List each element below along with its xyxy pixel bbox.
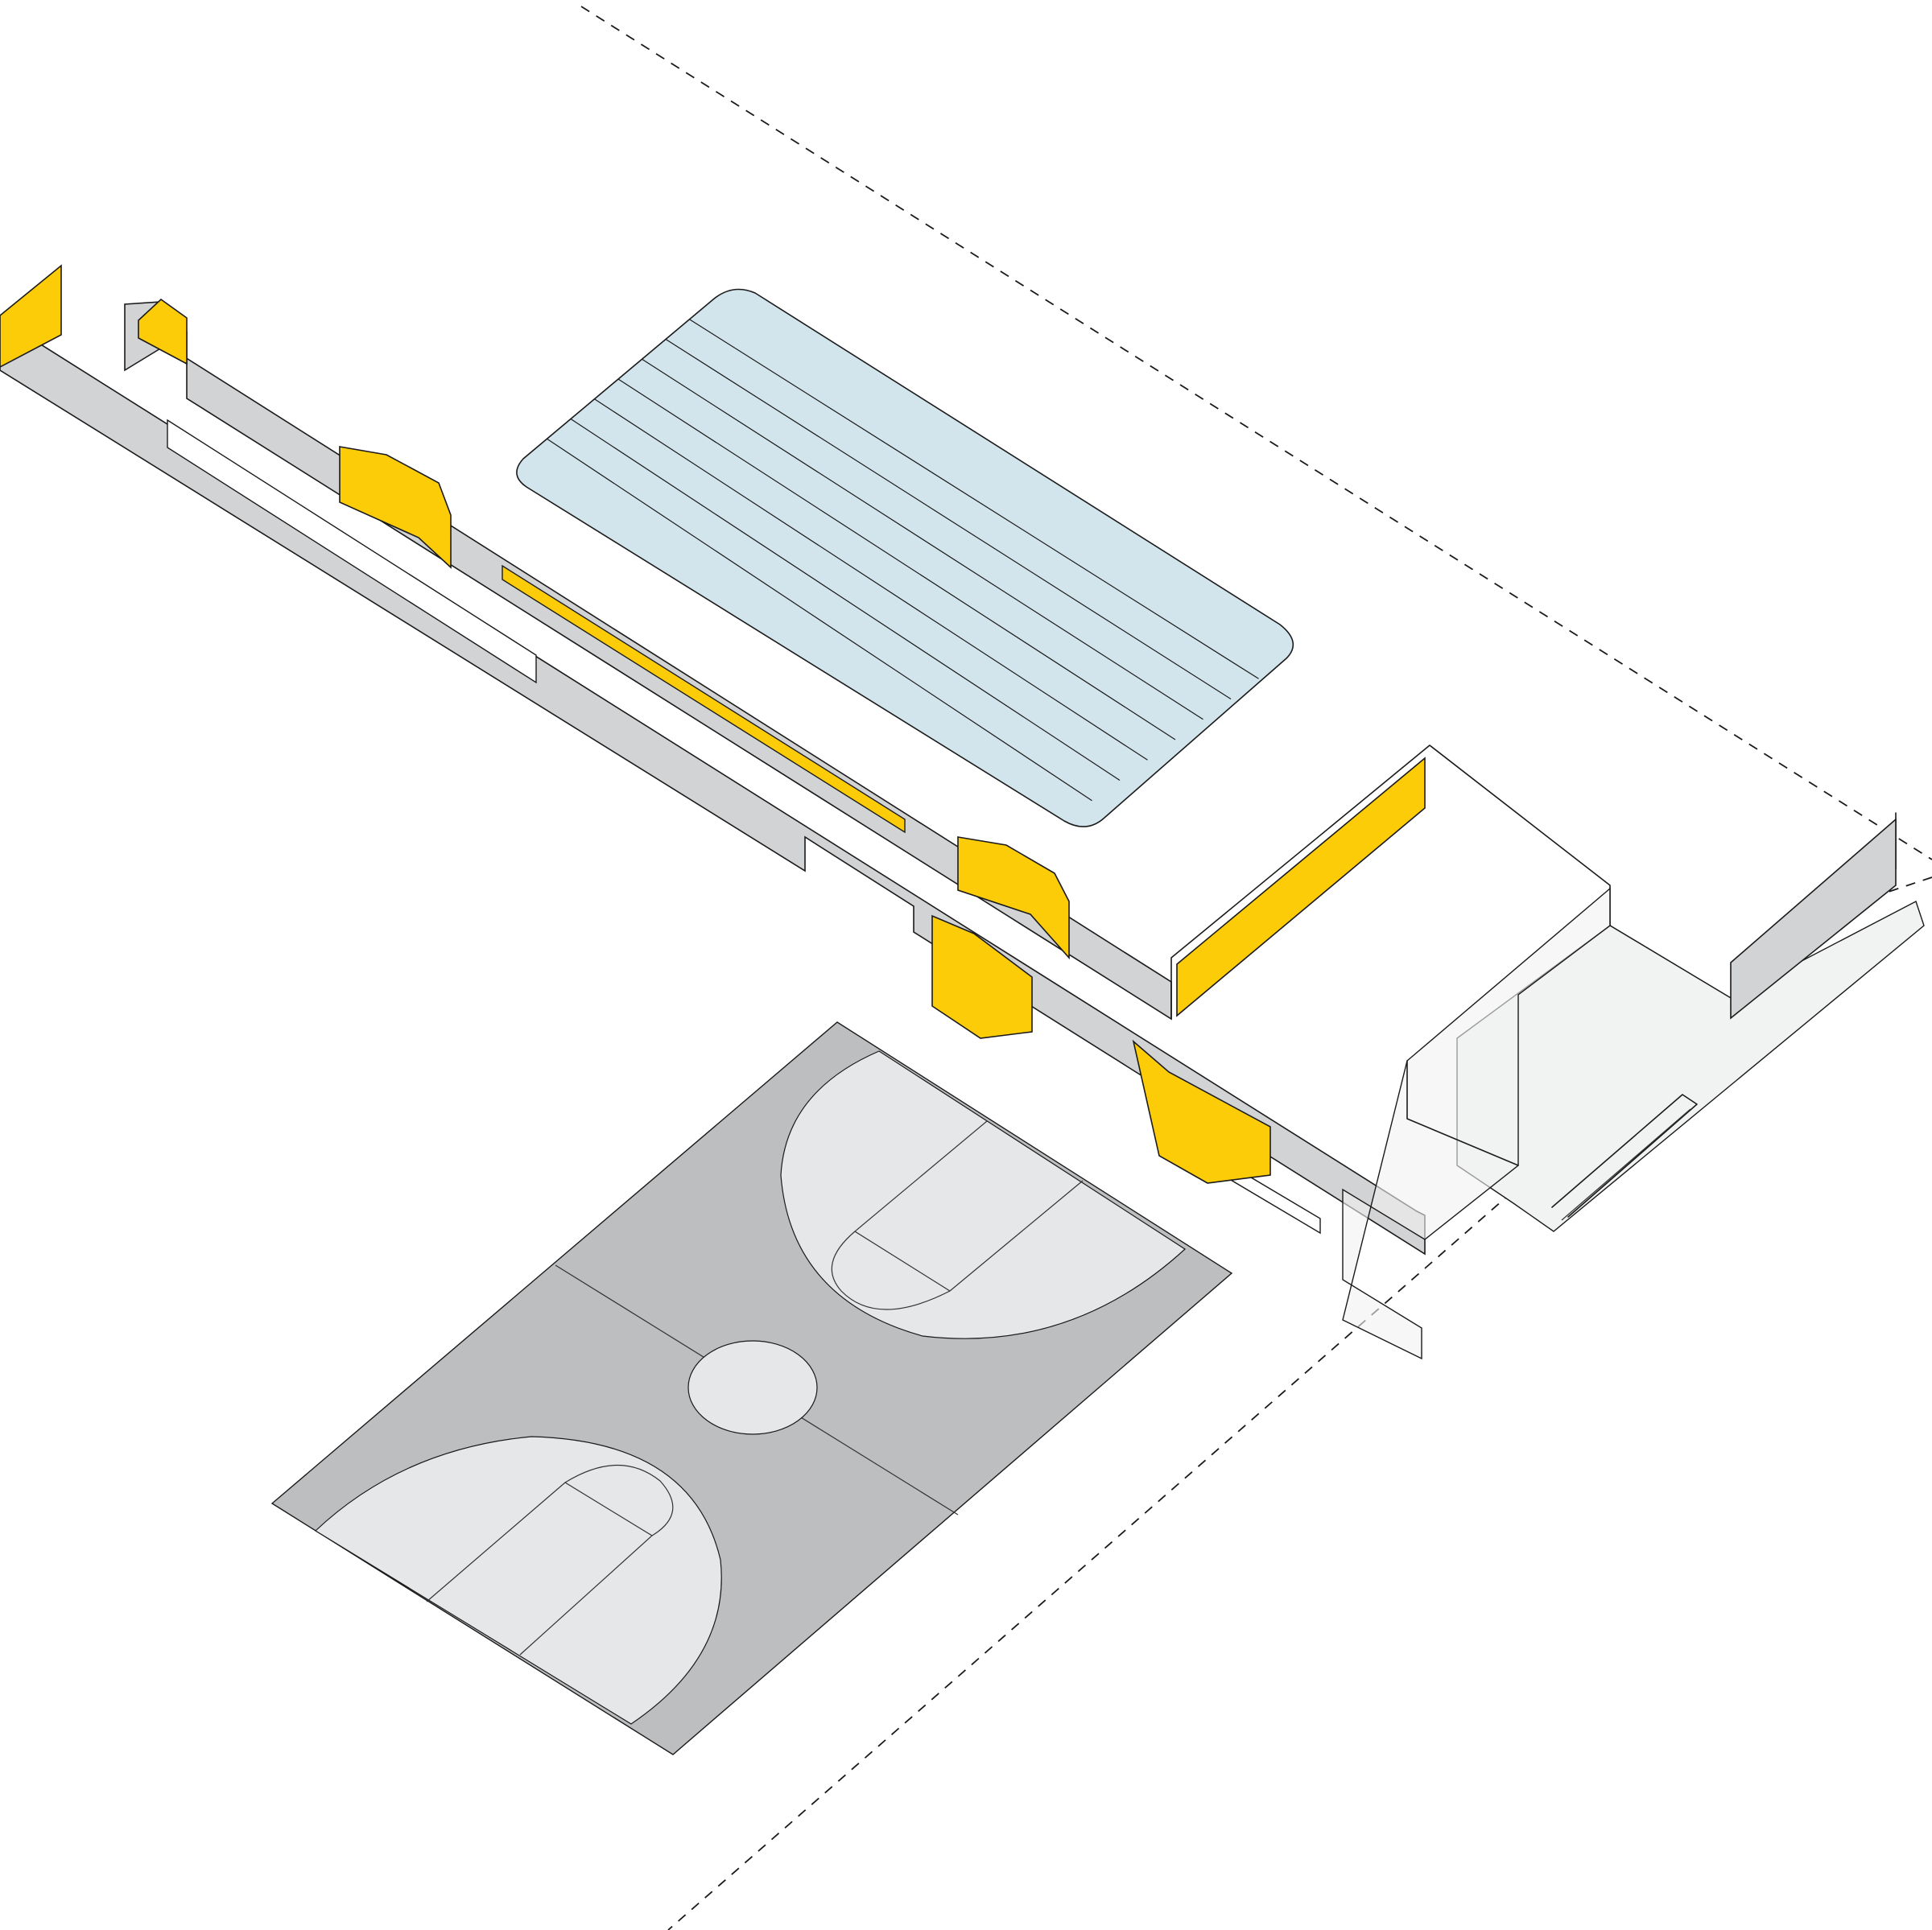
pool-lane-line — [665, 338, 1232, 700]
yellow-slot — [502, 564, 906, 834]
site-boundary-upper — [580, 6, 1932, 860]
pavilion-grey-wall — [1730, 818, 1897, 1020]
pool-lane-line — [594, 398, 1148, 761]
court-lower-lane — [426, 1482, 653, 1656]
court-upper-free-throw — [831, 1231, 951, 1310]
pool-lane-line — [642, 358, 1203, 720]
pool-lane-line — [547, 438, 1092, 802]
pavilion-frame — [1406, 1060, 1519, 1166]
yellow-pavilion-wall — [1176, 757, 1426, 1017]
site-boundary-lower — [667, 876, 1932, 1930]
basketball-court — [270, 1021, 1233, 1755]
court-lower-free-throw — [564, 1464, 674, 1536]
yellow-bay-4 — [1132, 1039, 1271, 1184]
yellow-panel-end — [0, 264, 62, 368]
pool-water — [516, 288, 1294, 827]
swimming-pool — [516, 288, 1294, 827]
pool-lanes — [547, 319, 1259, 802]
pavilion-stair — [1551, 1094, 1698, 1218]
yellow-bay-3 — [931, 914, 1033, 1039]
pavilion-stair-edge — [1561, 1108, 1691, 1221]
pavilion-glass-box — [1342, 887, 1611, 1360]
pavilion-floor — [1456, 900, 1925, 1232]
site-boundary — [580, 6, 1932, 1930]
court-center-circle — [687, 1340, 818, 1435]
yellow-bay-2 — [957, 836, 1070, 960]
long-wall — [0, 301, 1426, 1256]
pavilion — [1170, 744, 1925, 1360]
yellow-bay-1 — [339, 446, 452, 569]
court-lower-three-point — [315, 1436, 722, 1725]
pool-lane-line — [617, 378, 1176, 740]
yellow-panel-corner — [138, 298, 188, 365]
wall-opening-upper — [167, 419, 537, 684]
court-upper-three-point — [780, 1050, 1186, 1339]
court-upper-lane — [853, 1120, 1084, 1292]
pool-lane-line — [570, 418, 1121, 781]
pool-lane-line — [689, 319, 1259, 679]
yellow-insertions — [0, 264, 1426, 1184]
